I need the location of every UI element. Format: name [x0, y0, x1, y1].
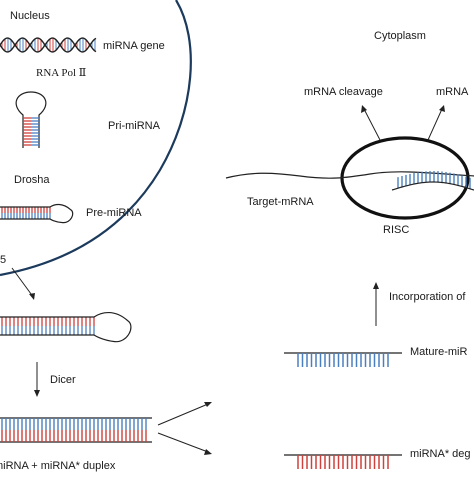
pri-mirna-backbone [15, 91, 47, 148]
nucleus-label: Nucleus [10, 10, 50, 22]
pre-mirna-label: Pre-miRNA [86, 207, 142, 219]
mirna-duplex [0, 417, 152, 443]
duplex-label: miRNA + miRNA* duplex [0, 460, 116, 472]
mirna-gene-helix [0, 37, 97, 53]
cytoplasm-label: Cytoplasm [374, 30, 426, 42]
mirna-star-degradation-label: miRNA* deg [410, 448, 471, 460]
pri-mirna-label: Pri-miRNA [108, 120, 160, 132]
split-arrow-down [157, 432, 212, 455]
exportin-label: 5 [0, 254, 7, 266]
risc-bound-mirna [391, 171, 474, 191]
dna-strand [0, 37, 97, 53]
mature-mirna-label: Mature-miR [410, 346, 468, 358]
pri-mirna-hairpin [15, 91, 47, 148]
pre-mirna-backbone [0, 203, 74, 224]
mrna-outcome-arrow [427, 105, 445, 141]
pre-mirna-hairpin [0, 203, 74, 224]
dicer-arrow [34, 362, 40, 397]
dna-strand [0, 37, 97, 53]
mrna-outcome-label: mRNA [436, 86, 469, 98]
risc-complex [340, 136, 470, 220]
cyto-pre-mirna-backbone [0, 311, 132, 343]
incorporation-arrow [373, 282, 379, 326]
export-arrow [11, 267, 35, 300]
rna-pol-label: RNA Pol Ⅱ [36, 67, 87, 79]
target-mrna-label: Target-mRNA [247, 196, 314, 208]
nucleus-boundary [0, 0, 192, 277]
mrna-cleavage-label: mRNA cleavage [304, 86, 383, 98]
incorporation-label: Incorporation of [389, 291, 466, 303]
drosha-label: Drosha [14, 174, 50, 186]
mirna-star-strand [284, 454, 402, 469]
dicer-label: Dicer [50, 374, 76, 386]
cytoplasmic-pre-mirna-hairpin [0, 311, 132, 343]
target-mrna-strand [225, 171, 474, 179]
split-arrow-up [157, 402, 212, 426]
risc-label: RISC [383, 224, 410, 236]
mirna-gene-label: miRNA gene [103, 40, 165, 52]
risc-mirna-backbone [391, 181, 474, 191]
cleavage-arrow [361, 105, 381, 141]
mature-mirna-strand [284, 352, 402, 367]
